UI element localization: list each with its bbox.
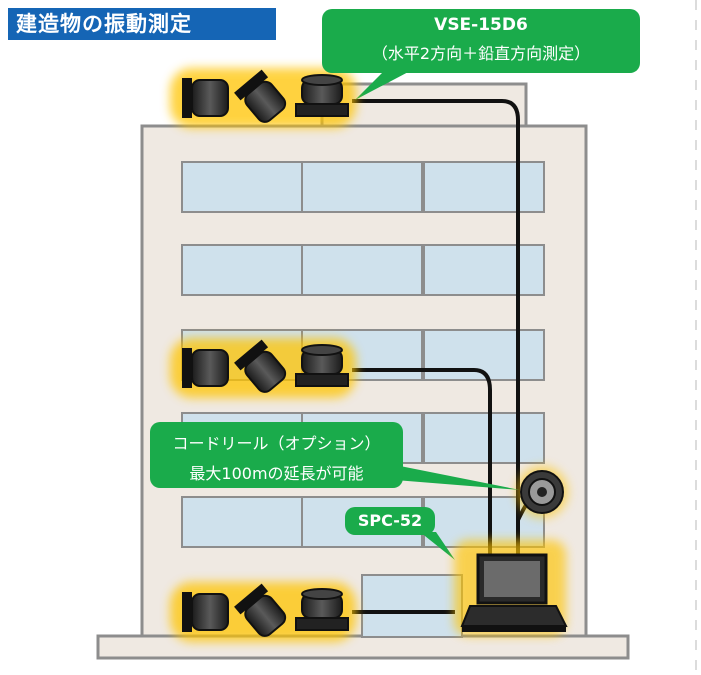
horizontal-sensor-y-icon	[234, 583, 287, 637]
sensor-description: （水平2方向＋鉛直方向測定）	[371, 44, 591, 63]
sensor-callout: VSE-15D6 （水平2方向＋鉛直方向測定）	[322, 9, 640, 73]
vertical-sensor-z-icon	[295, 588, 349, 631]
ground-floor-sensors	[170, 582, 356, 642]
logger-model-label: SPC-52	[357, 511, 423, 530]
middle-sensor-cable	[352, 368, 492, 560]
sensor-groups	[170, 68, 356, 642]
cables	[352, 99, 539, 614]
horizontal-sensor-x-icon	[182, 78, 229, 118]
sensor-model-label: VSE-15D6	[434, 15, 528, 35]
cord-reel-callout: コードリール（オプション） 最大100mの延長が可能	[150, 422, 403, 488]
building-base	[96, 634, 630, 660]
window-r2-c3	[423, 244, 545, 296]
entrance	[361, 574, 463, 638]
top-sensor-cable	[352, 99, 520, 560]
page-title: 建造物の振動測定	[8, 8, 276, 40]
window-r1-c2	[301, 161, 423, 213]
cord-reel-description: 最大100mの延長が可能	[189, 464, 364, 483]
window-r1-c1	[181, 161, 303, 213]
cord-reel-label: コードリール（オプション）	[172, 434, 381, 453]
window-r2-c1	[181, 244, 303, 296]
horizontal-sensor-y-icon	[234, 69, 287, 123]
cord-reel-icon	[516, 466, 568, 518]
sensor-callout-pointer	[355, 70, 412, 100]
vertical-sensor-z-icon	[295, 74, 349, 117]
top-floor-sensors	[170, 68, 356, 128]
window-r2-c2	[301, 244, 423, 296]
horizontal-sensor-x-icon	[182, 348, 229, 388]
window-r1-c3	[423, 161, 545, 213]
right-border-dashes	[695, 0, 697, 675]
logger-callout-pointer	[420, 532, 455, 560]
vertical-sensor-z-icon	[295, 344, 349, 387]
horizontal-sensor-x-icon	[182, 592, 229, 632]
window-r4-c3	[423, 412, 545, 464]
cord-reel-callout-pointer	[395, 465, 520, 490]
horizontal-sensor-y-icon	[234, 339, 287, 393]
window-r5-c1	[181, 496, 303, 548]
middle-floor-sensors	[170, 338, 356, 398]
logger-callout: SPC-52	[345, 507, 435, 535]
logger-laptop-icon	[454, 540, 568, 636]
